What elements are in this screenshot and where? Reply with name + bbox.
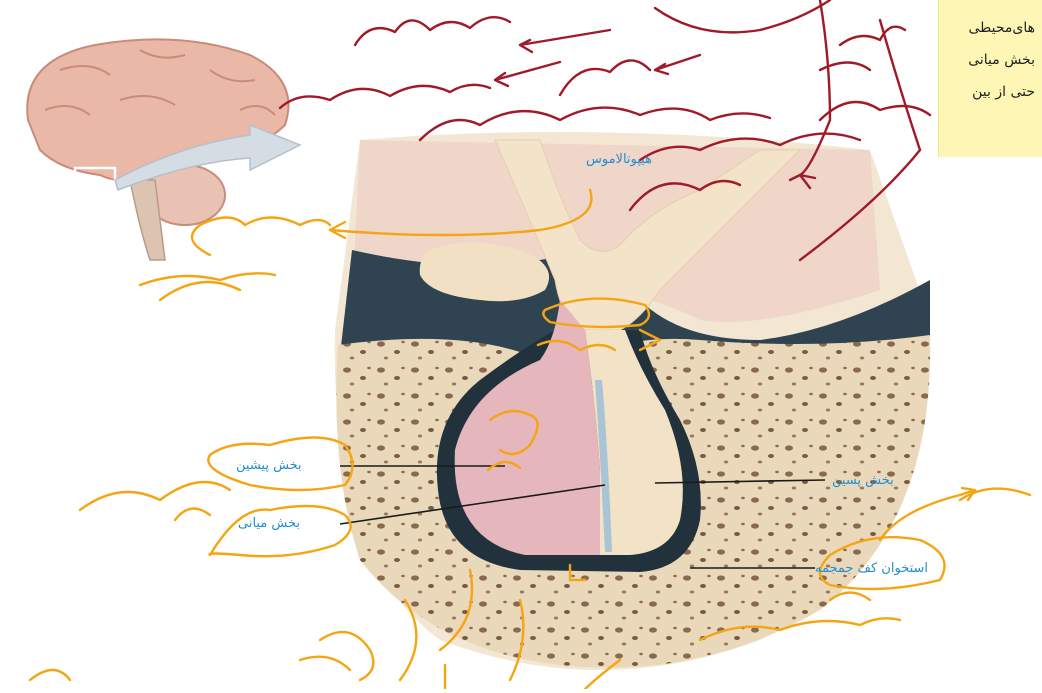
note-line-2: بخش میانی xyxy=(968,52,1035,68)
main-illustration xyxy=(335,132,930,670)
note-box: های‌محیطی بخش میانی حتی از بین xyxy=(938,0,1042,157)
label-hypothalamus: هیپوتالاموس xyxy=(586,152,652,168)
label-anterior-lobe: بخش پیشین xyxy=(236,458,302,474)
note-line-3: حتی از بین xyxy=(972,84,1035,100)
label-skull-base-bone: استخوان کف جمجمه xyxy=(815,561,928,577)
label-intermediate-part: بخش میانی xyxy=(238,516,300,532)
label-posterior-lobe: بخش پسین xyxy=(832,473,894,489)
note-line-1: های‌محیطی xyxy=(968,20,1035,36)
brain-inset xyxy=(27,39,300,260)
